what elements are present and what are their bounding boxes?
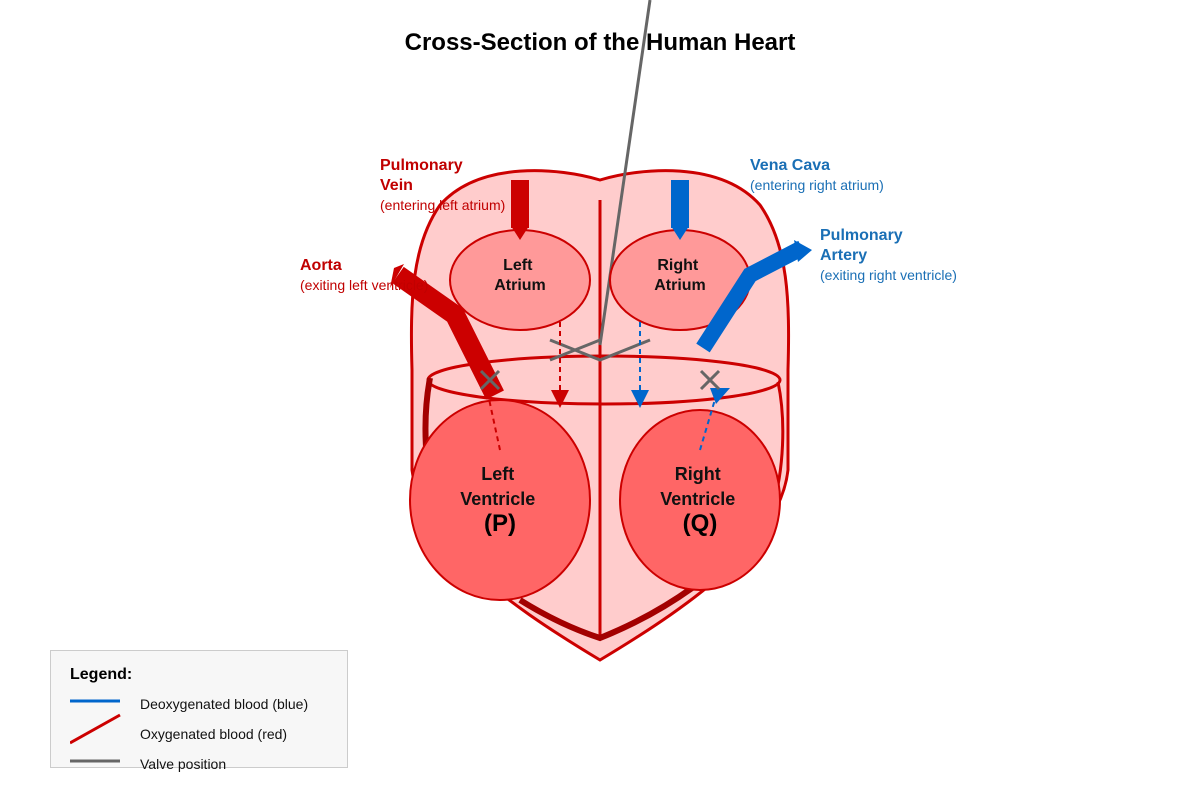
deoxygenated-swatch bbox=[70, 699, 120, 703]
legend-label-deoxygenated: Deoxygenated blood (blue) bbox=[140, 696, 309, 712]
aorta-note: (exiting left ventricle) bbox=[300, 277, 428, 293]
right-atrium-label: Right Atrium bbox=[654, 257, 706, 294]
diagram-title: Cross-Section of the Human Heart bbox=[405, 29, 796, 56]
legend-title: Legend: bbox=[70, 666, 133, 683]
pulmonary-artery-label: Pulmonary Artery bbox=[820, 227, 907, 264]
legend-item-oxygenated: Oxygenated blood (red) bbox=[70, 713, 340, 745]
left-atrium-label: Left Atrium bbox=[494, 257, 546, 294]
pulmonary-vein-note: (entering left atrium) bbox=[380, 197, 505, 213]
pulmonary-artery-arrow bbox=[794, 240, 812, 262]
legend: Legend: Deoxygenated blood (blue) Oxygen… bbox=[50, 650, 348, 772]
aorta-label: Aorta bbox=[300, 257, 342, 274]
pulmonary-artery-note: (exiting right ventricle) bbox=[820, 267, 957, 283]
left-ventricle-label: Left Ventricle (P) bbox=[460, 464, 540, 537]
legend-label-valve: Valve position bbox=[140, 756, 227, 772]
aortic-flow-line bbox=[485, 384, 501, 451]
pointer-line bbox=[598, 0, 652, 346]
pulmonary-vein-arrow bbox=[511, 226, 529, 240]
right-av-flow-head bbox=[631, 390, 649, 408]
right-ventricle-label: Right Ventricle (Q) bbox=[660, 464, 740, 537]
pulmonary-vein bbox=[511, 180, 529, 228]
aorta-arrow bbox=[390, 264, 404, 288]
legend-item-deoxygenated: Deoxygenated blood (blue) bbox=[70, 693, 340, 715]
aortic-valve-mark bbox=[479, 369, 501, 391]
left-av-flow-head bbox=[551, 390, 569, 408]
pulmonary-flow-line bbox=[699, 395, 717, 451]
vena-cava-label: Vena Cava bbox=[750, 157, 830, 174]
pulmonary-vein-label: Pulmonary Vein bbox=[380, 157, 467, 194]
vena-cava bbox=[671, 180, 689, 228]
oxygenated-swatch bbox=[70, 713, 121, 745]
lower-heart-wall bbox=[518, 585, 694, 642]
central-valve bbox=[549, 338, 651, 362]
pulmonary-valve-mark bbox=[699, 369, 721, 391]
right-ventricle bbox=[619, 409, 781, 591]
aorta bbox=[392, 266, 504, 400]
vena-cava-arrow bbox=[671, 226, 689, 240]
vena-cava-note: (entering right atrium) bbox=[750, 177, 884, 193]
valve-swatch bbox=[70, 759, 120, 763]
legend-label-oxygenated: Oxygenated blood (red) bbox=[140, 726, 288, 742]
pulmonary-flow-head bbox=[710, 388, 730, 404]
pulmonary-artery bbox=[696, 240, 806, 353]
left-ventricle bbox=[409, 399, 591, 601]
legend-item-valve: Valve position bbox=[70, 753, 340, 775]
